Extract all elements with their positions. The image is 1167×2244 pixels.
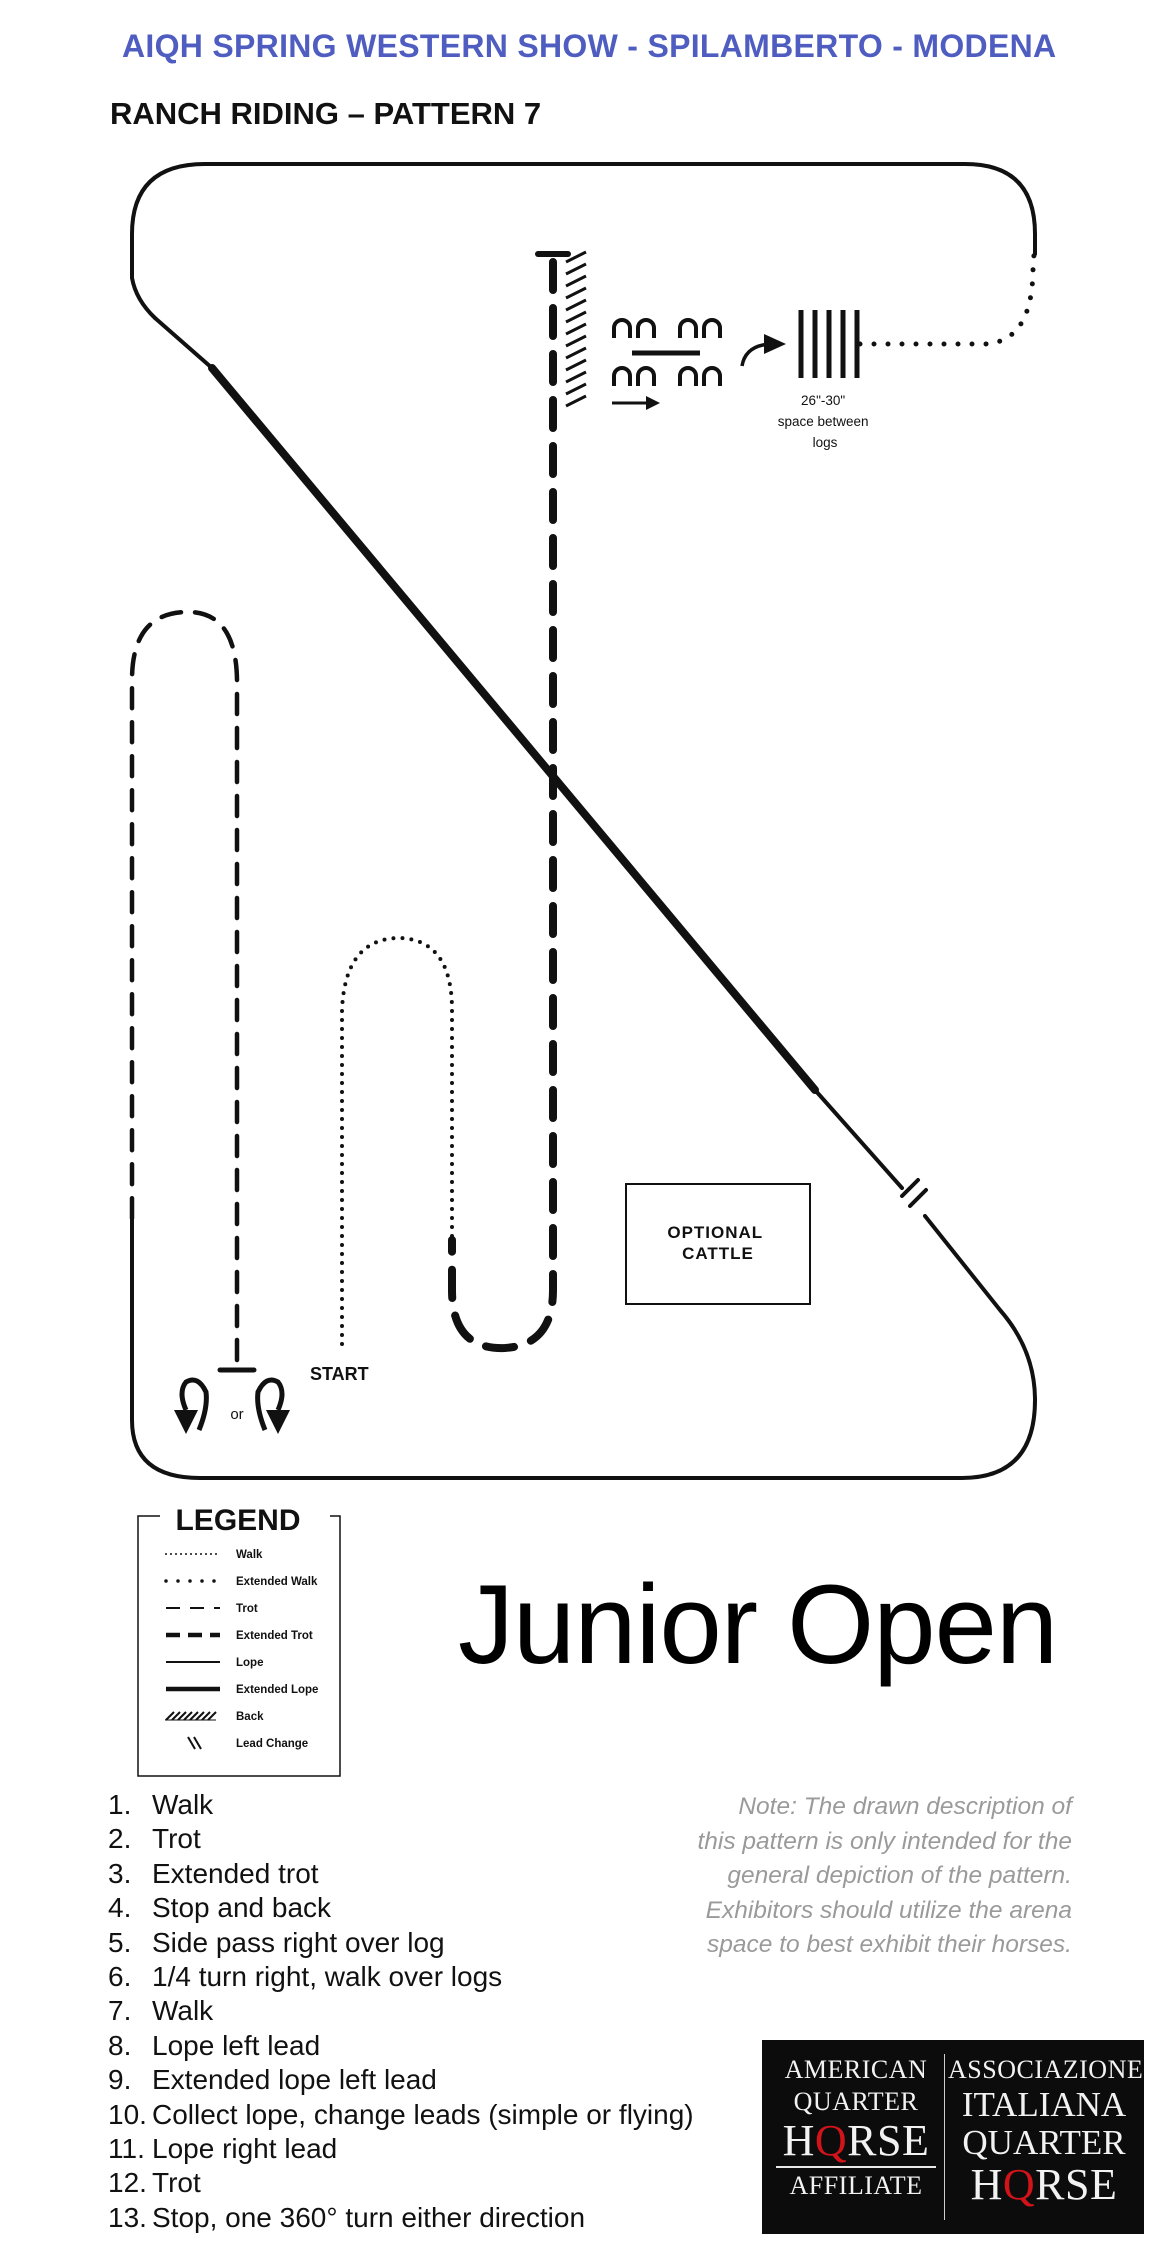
step-number: 6. bbox=[108, 1961, 132, 1993]
step-number: 1. bbox=[108, 1789, 132, 1820]
step-number: 3. bbox=[108, 1857, 132, 1889]
logo-text: ITALIANA bbox=[961, 2085, 1127, 2124]
logo-text: AFFILIATE bbox=[789, 2171, 923, 2200]
step-text: Trot bbox=[152, 2167, 201, 2199]
start-label: START bbox=[310, 1364, 369, 1384]
step-text: Stop, one 360° turn either direction bbox=[152, 2201, 586, 2233]
legend-label-extended-walk: Extended Walk bbox=[236, 1576, 318, 1588]
aiqh-logo: ASSOCIAZIONE ITALIANA QUARTER HQRSE bbox=[948, 2054, 1144, 2209]
list-item: 5. Side pass right over log bbox=[108, 1926, 694, 1960]
logs-group bbox=[798, 310, 860, 378]
pattern-title: RANCH RIDING – PATTERN 7 bbox=[110, 96, 542, 131]
logo-horse-word: HQRSE bbox=[782, 2116, 930, 2165]
optional-cattle-box bbox=[625, 1183, 811, 1305]
turn-left-icon bbox=[179, 1377, 209, 1431]
step-text: Extended lope left lead bbox=[152, 2064, 437, 2096]
note-line: general depiction of the pattern. bbox=[727, 1862, 1072, 1889]
extended-walk-path bbox=[857, 251, 1037, 347]
list-item: 6. 1/4 turn right, walk over logs bbox=[108, 1960, 694, 1994]
turn-right-arrowhead bbox=[266, 1410, 290, 1434]
back-hatching bbox=[565, 250, 587, 408]
pattern-steps: 1. Walk 2. Trot 3. Extended trot 4. Stop and… bbox=[108, 1788, 694, 2235]
list-item: 13.Stop, one 360° turn either direction bbox=[108, 2201, 694, 2235]
step-number: 4. bbox=[108, 1892, 132, 1924]
show-title: AIQH SPRING WESTERN SHOW - SPILAMBERTO -… bbox=[122, 28, 1057, 64]
extended-trot-path bbox=[448, 258, 557, 1353]
step-text: Lope left lead bbox=[152, 2029, 321, 2061]
logo-text: AMERICAN bbox=[784, 2055, 928, 2084]
logo-divider bbox=[944, 2054, 945, 2220]
arena-border bbox=[130, 162, 1038, 1480]
list-item: 3. Extended trot bbox=[108, 1857, 694, 1891]
legend-label-extended-lope: Extended Lope bbox=[236, 1684, 318, 1696]
logo-text: QUARTER bbox=[793, 2087, 919, 2116]
step-number: 13. bbox=[108, 2201, 147, 2233]
list-item: 7. Walk bbox=[108, 1994, 694, 2028]
extended-lope-diagonal bbox=[153, 316, 819, 1094]
aqha-aiqh-logo: AMERICAN QUARTER HQRSE AFFILIATE ASSOCIA… bbox=[762, 2040, 1144, 2234]
legend: LEGEND Walk Extended Walk Trot Extended … bbox=[137, 1504, 341, 1777]
disclaimer-note: Note: The drawn description of this patt… bbox=[640, 1790, 1072, 1963]
logo-text: QUARTER bbox=[962, 2123, 1126, 2162]
step-text: Extended trot bbox=[152, 1857, 319, 1889]
list-item: 8. Lope left lead bbox=[108, 2029, 694, 2063]
list-item: 1. Walk bbox=[108, 1788, 694, 1822]
logo-horse-word: HQRSE bbox=[970, 2160, 1118, 2209]
step-number: 5. bbox=[108, 1926, 132, 1958]
quarter-turn-arrowhead bbox=[764, 334, 786, 354]
note-line: Note: The drawn description of bbox=[738, 1793, 1072, 1820]
legend-label-lope: Lope bbox=[236, 1657, 263, 1669]
legend-label-lead-change: Lead Change bbox=[236, 1738, 308, 1750]
list-item: 11.Lope right lead bbox=[108, 2132, 694, 2166]
arena-diagram: 26"-30" space between logs bbox=[129, 162, 1038, 1777]
note-line: Exhibitors should utilize the arena bbox=[705, 1896, 1072, 1924]
step-number: 7. bbox=[108, 1995, 132, 2027]
list-item: 12.Trot bbox=[108, 2166, 694, 2200]
step-number: 9. bbox=[108, 2064, 132, 2096]
turn-left-arrowhead bbox=[174, 1410, 198, 1434]
walk-path bbox=[340, 935, 454, 1346]
legend-label-walk: Walk bbox=[236, 1549, 263, 1561]
step-text: Walk bbox=[152, 1789, 214, 1820]
side-pass-symbol bbox=[612, 318, 722, 405]
legend-swatch-back bbox=[165, 1711, 217, 1721]
list-item: 2. Trot bbox=[108, 1822, 694, 1856]
list-item: 9. Extended lope left lead bbox=[108, 2063, 694, 2097]
list-item: 10.Collect lope, change leads (simple or… bbox=[108, 2098, 694, 2132]
legend-label-extended-trot: Extended Trot bbox=[236, 1630, 313, 1642]
note-line: this pattern is only intended for the bbox=[697, 1827, 1072, 1855]
logo-divider bbox=[776, 2166, 936, 2168]
trot-path bbox=[129, 609, 240, 1363]
step-number: 12. bbox=[108, 2167, 147, 2199]
step-text: Collect lope, change leads (simple or fl… bbox=[152, 2098, 694, 2130]
step-number: 2. bbox=[108, 1823, 132, 1855]
legend-swatch-lead-change bbox=[187, 1736, 202, 1750]
step-number: 10. bbox=[108, 2098, 147, 2130]
or-label: or bbox=[230, 1406, 243, 1423]
step-text: 1/4 turn right, walk over logs bbox=[152, 1961, 503, 1993]
note-line: space to best exhibit their horses. bbox=[707, 1931, 1072, 1958]
legend-title: LEGEND bbox=[175, 1504, 300, 1537]
legend-label-back: Back bbox=[236, 1711, 264, 1723]
step-number: 11. bbox=[108, 2133, 145, 2165]
legend-label-trot: Trot bbox=[236, 1603, 258, 1615]
step-text: Trot bbox=[152, 1823, 201, 1855]
step-text: Lope right lead bbox=[152, 2133, 338, 2165]
step-text: Stop and back bbox=[152, 1892, 332, 1924]
optional-cattle-label: OPTIONAL CATTLE bbox=[667, 1223, 768, 1263]
step-text: Side pass right over log bbox=[152, 1926, 445, 1958]
list-item: 4. Stop and back bbox=[108, 1891, 694, 1925]
class-name: Junior Open bbox=[458, 1562, 1058, 1687]
logo-text: ASSOCIAZIONE bbox=[948, 2055, 1144, 2084]
step-number: 8. bbox=[108, 2029, 132, 2061]
lead-change-mark bbox=[900, 1178, 928, 1208]
logs-label: 26"-30" space between logs bbox=[778, 393, 873, 450]
side-pass-arrowhead bbox=[646, 396, 660, 410]
step-text: Walk bbox=[152, 1995, 214, 2027]
turn-right-icon bbox=[255, 1377, 285, 1431]
aqha-affiliate-logo: AMERICAN QUARTER HQRSE AFFILIATE bbox=[768, 2054, 944, 2202]
